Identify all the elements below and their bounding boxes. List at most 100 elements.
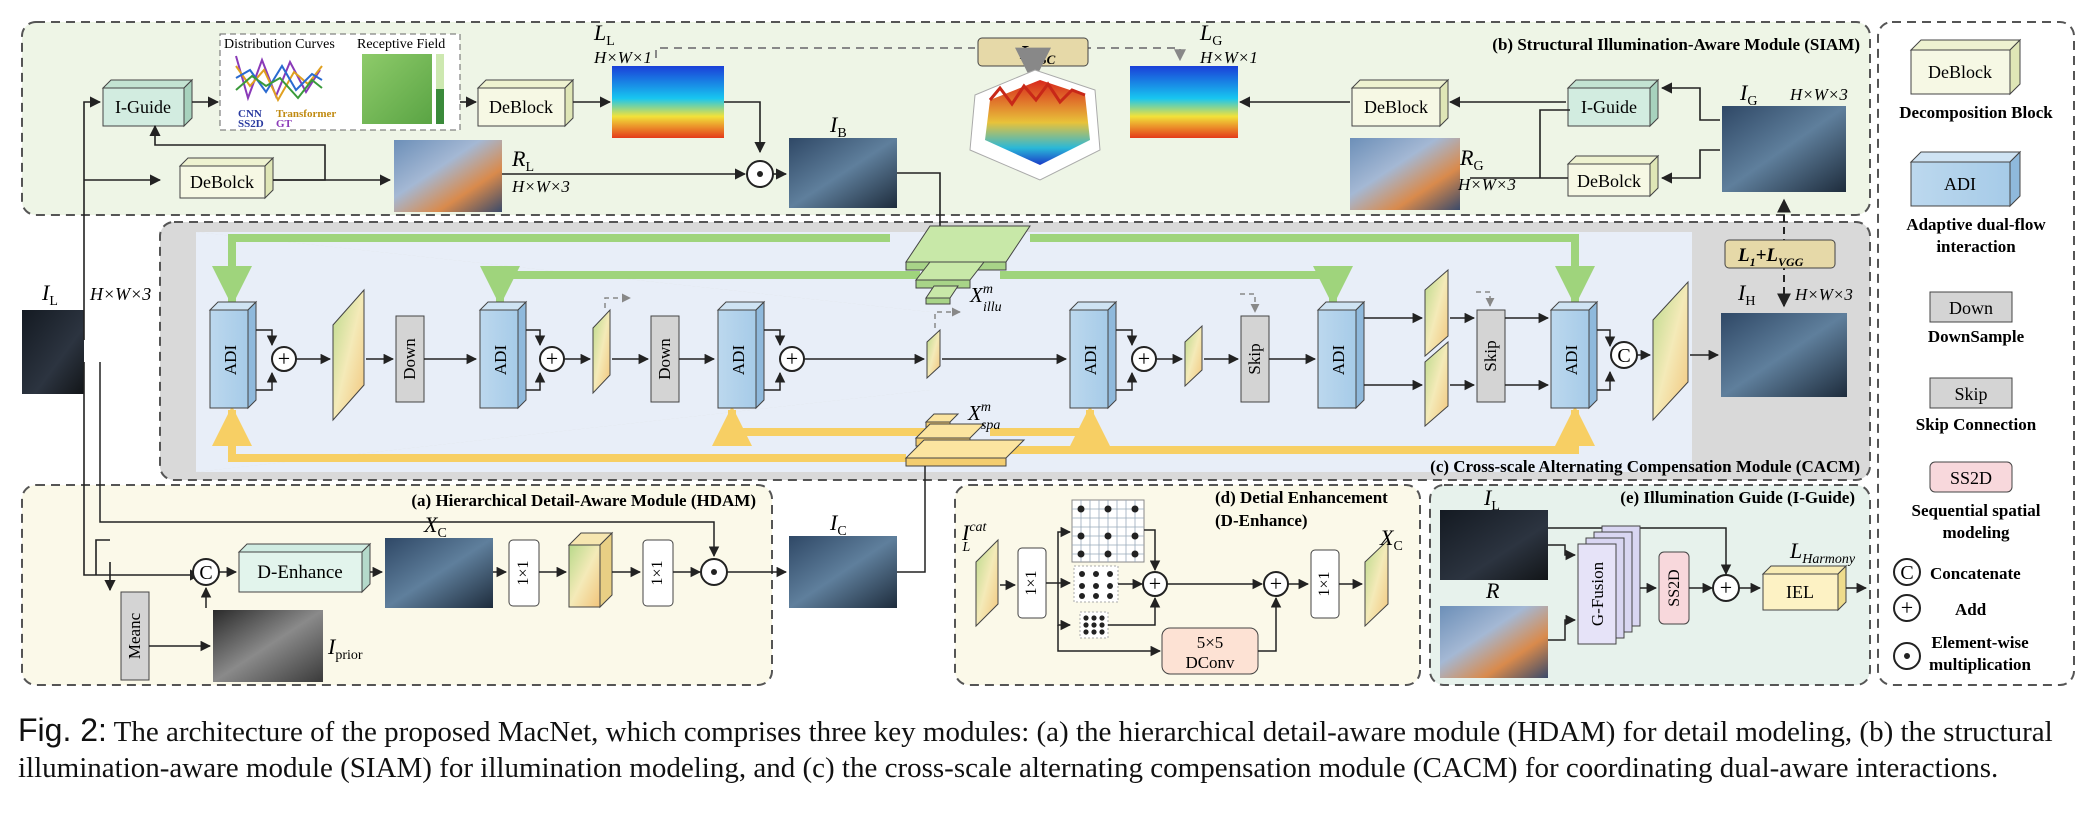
cacm-title: (c) Cross-scale Alternating Compensation…	[1430, 457, 1860, 476]
iguide-block-left: I-Guide	[101, 78, 194, 128]
image-ic	[789, 536, 897, 608]
il-dim: H×W×3	[89, 284, 151, 304]
svg-text:I-Guide: I-Guide	[115, 97, 171, 117]
ss2d-block: SS2D	[1658, 551, 1690, 625]
legend-deblock: DeBlock Decomposition Block	[1899, 38, 2053, 122]
svg-text:ADI: ADI	[1562, 345, 1581, 376]
feature-map-ilcat	[975, 538, 999, 628]
rl-dim: H×W×3	[511, 177, 570, 196]
conv1x1-block-e: 1×1	[1310, 549, 1340, 619]
r-label: R	[1485, 578, 1500, 603]
image-il-guide	[1440, 510, 1548, 580]
svg-text:SS2D: SS2D	[1950, 468, 1992, 488]
svg-text:modeling: modeling	[1942, 523, 2010, 542]
deblock-left: DeBlock	[476, 78, 575, 128]
image-xc	[385, 538, 493, 608]
dilated-grid-medium	[1073, 565, 1119, 603]
ig-dim: H×W×3	[1789, 85, 1848, 104]
svg-text:Skip Connection: Skip Connection	[1916, 415, 2037, 434]
svg-text:Sequential spatial: Sequential spatial	[1912, 501, 2041, 520]
legend-down: Down DownSample	[1928, 291, 2025, 346]
svg-text:Adaptive dual-flow: Adaptive dual-flow	[1906, 215, 2046, 234]
adi-block-6: ADI	[1549, 300, 1599, 410]
debolck-left: DeBolck	[178, 156, 275, 200]
feature-block-hdam	[567, 531, 614, 609]
denh-title-1: (d) Detial Enhancement	[1215, 488, 1388, 507]
rg-dim: H×W×3	[1457, 175, 1516, 194]
svg-text:Distribution Curves: Distribution Curves	[224, 37, 335, 52]
reflect-map-rl	[394, 140, 502, 212]
svg-text:Down: Down	[655, 338, 674, 380]
svg-text:Receptive Field: Receptive Field	[357, 37, 445, 52]
feature-map-2	[592, 308, 611, 395]
hdam-title: (a) Hierarchical Detail-Aware Module (HD…	[411, 491, 756, 510]
down-block-2: Down	[650, 315, 680, 403]
svg-text:+: +	[546, 346, 558, 371]
image-ig	[1722, 106, 1846, 192]
feature-map-4	[1184, 324, 1203, 388]
iguide-block-right: I-Guide	[1566, 78, 1660, 128]
ssc-surface-plot	[969, 69, 1101, 181]
caption-text: The architecture of the proposed MacNet,…	[18, 716, 2053, 784]
svg-text:Transformer: Transformer	[276, 108, 336, 120]
svg-text:IEL: IEL	[1786, 582, 1814, 602]
il-label-guide: IL	[1483, 485, 1500, 514]
legend-add: + Add	[1893, 594, 1987, 622]
feature-map-5b	[1424, 340, 1449, 428]
deblock-right: DeBlock	[1350, 78, 1450, 128]
svg-text:Down: Down	[1949, 298, 1993, 318]
l1vgg-label: L1+LVGG	[1737, 245, 1804, 269]
ic-label: IC	[829, 510, 847, 539]
svg-text:DeBolck: DeBolck	[1577, 171, 1641, 191]
conv1x1-block-d: 1×1	[1017, 547, 1047, 619]
figure-caption: Fig. 2: The architecture of the proposed…	[18, 712, 2073, 786]
ih-label: IH	[1737, 280, 1755, 309]
l1vgg-label-box	[1724, 239, 1836, 269]
svg-text:Skip: Skip	[1481, 340, 1500, 371]
rl-label: RL	[511, 146, 534, 175]
svg-text:DeBlock: DeBlock	[1928, 62, 1992, 82]
svg-text:Meanc: Meanc	[125, 612, 144, 659]
svg-text:ADI: ADI	[1329, 345, 1348, 376]
d-enhance-block: D-Enhance	[237, 542, 372, 594]
svg-text:1×1: 1×1	[649, 560, 666, 585]
svg-text:SS2D: SS2D	[1666, 569, 1683, 606]
svg-text:+: +	[1901, 595, 1913, 620]
svg-text:DeBlock: DeBlock	[489, 97, 553, 117]
adi-block-4: ADI	[1068, 300, 1118, 410]
svg-text:C: C	[1900, 562, 1913, 584]
lharm-label: LHarmony	[1789, 538, 1856, 567]
svg-text:DConv: DConv	[1185, 653, 1235, 672]
iprior-label: Iprior	[327, 634, 363, 663]
image-iprior	[213, 610, 323, 682]
legend-concat: C Concatenate	[1893, 558, 2021, 586]
feature-map-out	[1652, 280, 1689, 422]
svg-text:ADI: ADI	[1944, 174, 1976, 194]
svg-text:Skip: Skip	[1245, 343, 1264, 374]
conv1x1-block-a: 1×1	[508, 539, 540, 607]
svg-text:Down: Down	[400, 338, 419, 380]
lg-label: LG	[1199, 20, 1222, 49]
iguide-title: (e) Illumination Guide (I-Guide)	[1620, 488, 1855, 507]
svg-text:ADI: ADI	[221, 345, 240, 376]
feature-map-3	[926, 328, 941, 380]
debolck-right: DeBolck	[1566, 154, 1660, 198]
svg-text:multiplication: multiplication	[1929, 655, 2032, 674]
skip-block-2: Skip	[1476, 309, 1506, 403]
ib-label: IB	[829, 112, 847, 141]
lg-dim: H×W×1	[1199, 48, 1258, 67]
ih-dim: H×W×3	[1794, 285, 1853, 304]
illum-map-lg	[1130, 66, 1238, 138]
architecture-diagram: (b) Structural Illumination-Aware Module…	[21, 20, 2075, 686]
svg-text:1×1: 1×1	[1023, 570, 1040, 595]
adi-block-2: ADI	[478, 300, 528, 410]
svg-text:+: +	[786, 346, 798, 371]
svg-text:ADI: ADI	[729, 345, 748, 376]
inset-distribution: Distribution Curves Receptive Field CNN …	[219, 33, 461, 131]
illum-map-ll	[612, 66, 724, 138]
input-image-il	[22, 310, 84, 394]
illu-feature-stack	[905, 225, 1031, 305]
xc-label: XC	[423, 512, 447, 541]
